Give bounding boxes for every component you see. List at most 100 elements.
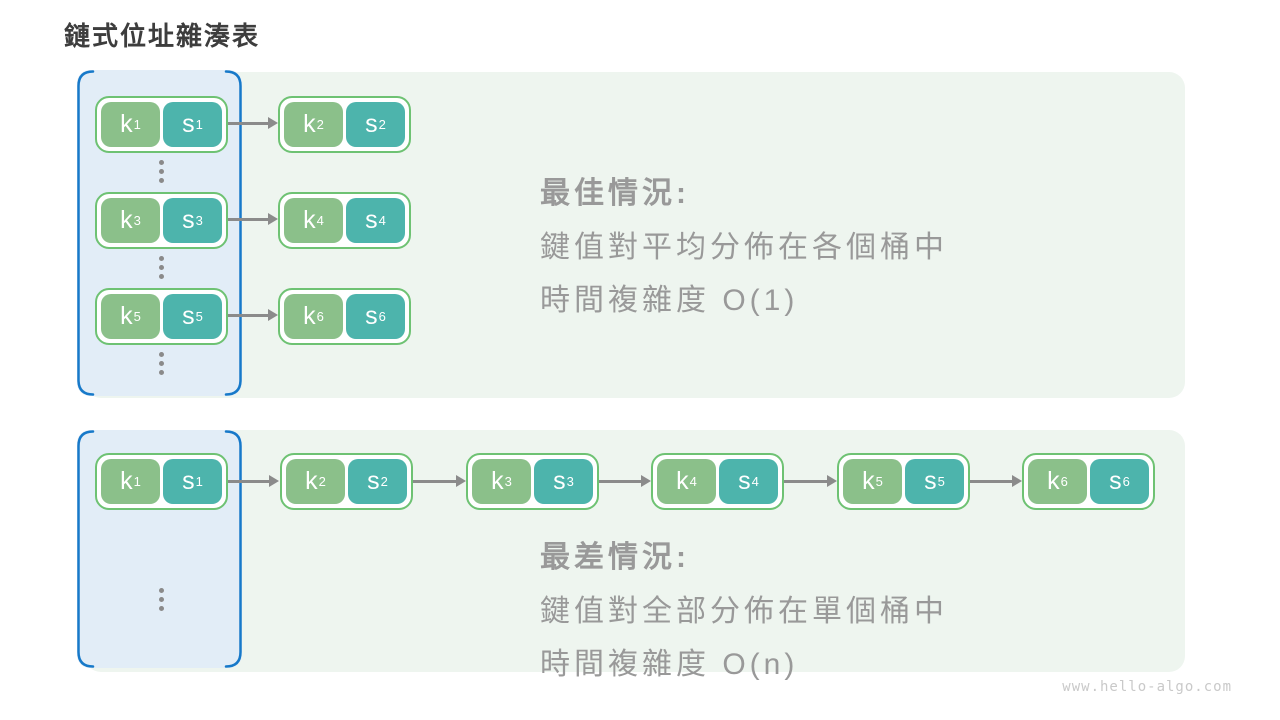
value-subscript: 2 xyxy=(380,474,388,489)
value-subscript: 3 xyxy=(195,213,203,228)
link-arrow xyxy=(970,475,1022,487)
key-subscript: 5 xyxy=(133,309,141,324)
value-subscript: 4 xyxy=(378,213,386,228)
link-arrow xyxy=(228,475,279,487)
worst-case-caption: 最差情況: 鍵值對全部分佈在單個桶中 時間複雜度 O(n) xyxy=(540,532,1020,692)
key-label: k xyxy=(303,206,316,234)
value-subscript: 6 xyxy=(378,309,386,324)
value-label: s xyxy=(182,467,195,495)
value-label: s xyxy=(182,302,195,330)
key-subscript: 2 xyxy=(316,117,324,132)
value-label: s xyxy=(553,467,566,495)
value-subscript: 1 xyxy=(195,117,203,132)
value-label: s xyxy=(365,206,378,234)
value-subscript: 6 xyxy=(1122,474,1130,489)
ellipsis-dots xyxy=(159,588,164,611)
key-label: k xyxy=(120,467,133,495)
key-subscript: 4 xyxy=(316,213,324,228)
key-label: k xyxy=(862,467,875,495)
worst-case-heading: 最差情況: xyxy=(540,541,690,574)
key-subscript: 6 xyxy=(316,309,324,324)
value-subscript: 5 xyxy=(937,474,945,489)
value-label: s xyxy=(365,302,378,330)
key-label: k xyxy=(120,302,133,330)
value-subscript: 5 xyxy=(195,309,203,324)
key-subscript: 4 xyxy=(689,474,697,489)
value-label: s xyxy=(182,110,195,138)
value-subscript: 4 xyxy=(751,474,759,489)
ellipsis-dots xyxy=(159,352,164,375)
key-label: k xyxy=(491,467,504,495)
key-subscript: 1 xyxy=(133,117,141,132)
value-label: s xyxy=(182,206,195,234)
bucket-border xyxy=(77,430,242,668)
value-subscript: 2 xyxy=(378,117,386,132)
key-subscript: 2 xyxy=(318,474,326,489)
value-subscript: 3 xyxy=(566,474,574,489)
value-label: s xyxy=(365,110,378,138)
key-label: k xyxy=(676,467,689,495)
watermark: www.hello-algo.com xyxy=(1062,679,1232,695)
key-label: k xyxy=(303,110,316,138)
ellipsis-dots xyxy=(159,160,164,183)
key-label: k xyxy=(120,110,133,138)
best-case-line1: 鍵值對平均分佈在各個桶中 xyxy=(540,231,948,264)
key-label: k xyxy=(303,302,316,330)
value-label: s xyxy=(1109,467,1122,495)
key-subscript: 1 xyxy=(133,474,141,489)
value-subscript: 1 xyxy=(195,474,203,489)
value-label: s xyxy=(924,467,937,495)
key-label: k xyxy=(120,206,133,234)
key-subscript: 3 xyxy=(133,213,141,228)
value-label: s xyxy=(738,467,751,495)
value-label: s xyxy=(367,467,380,495)
link-arrow xyxy=(413,475,466,487)
key-label: k xyxy=(1047,467,1060,495)
best-case-caption: 最佳情況: 鍵值對平均分佈在各個桶中 時間複雜度 O(1) xyxy=(540,168,1020,328)
best-case-heading: 最佳情況: xyxy=(540,177,690,210)
best-case-line2: 時間複雜度 O(1) xyxy=(540,284,799,317)
bucket-border xyxy=(77,70,242,396)
key-subscript: 6 xyxy=(1060,474,1068,489)
link-arrow xyxy=(228,117,278,129)
link-arrow xyxy=(784,475,837,487)
link-arrow xyxy=(228,213,278,225)
worst-case-line1: 鍵值對全部分佈在單個桶中 xyxy=(540,595,948,628)
link-arrow xyxy=(228,309,278,321)
